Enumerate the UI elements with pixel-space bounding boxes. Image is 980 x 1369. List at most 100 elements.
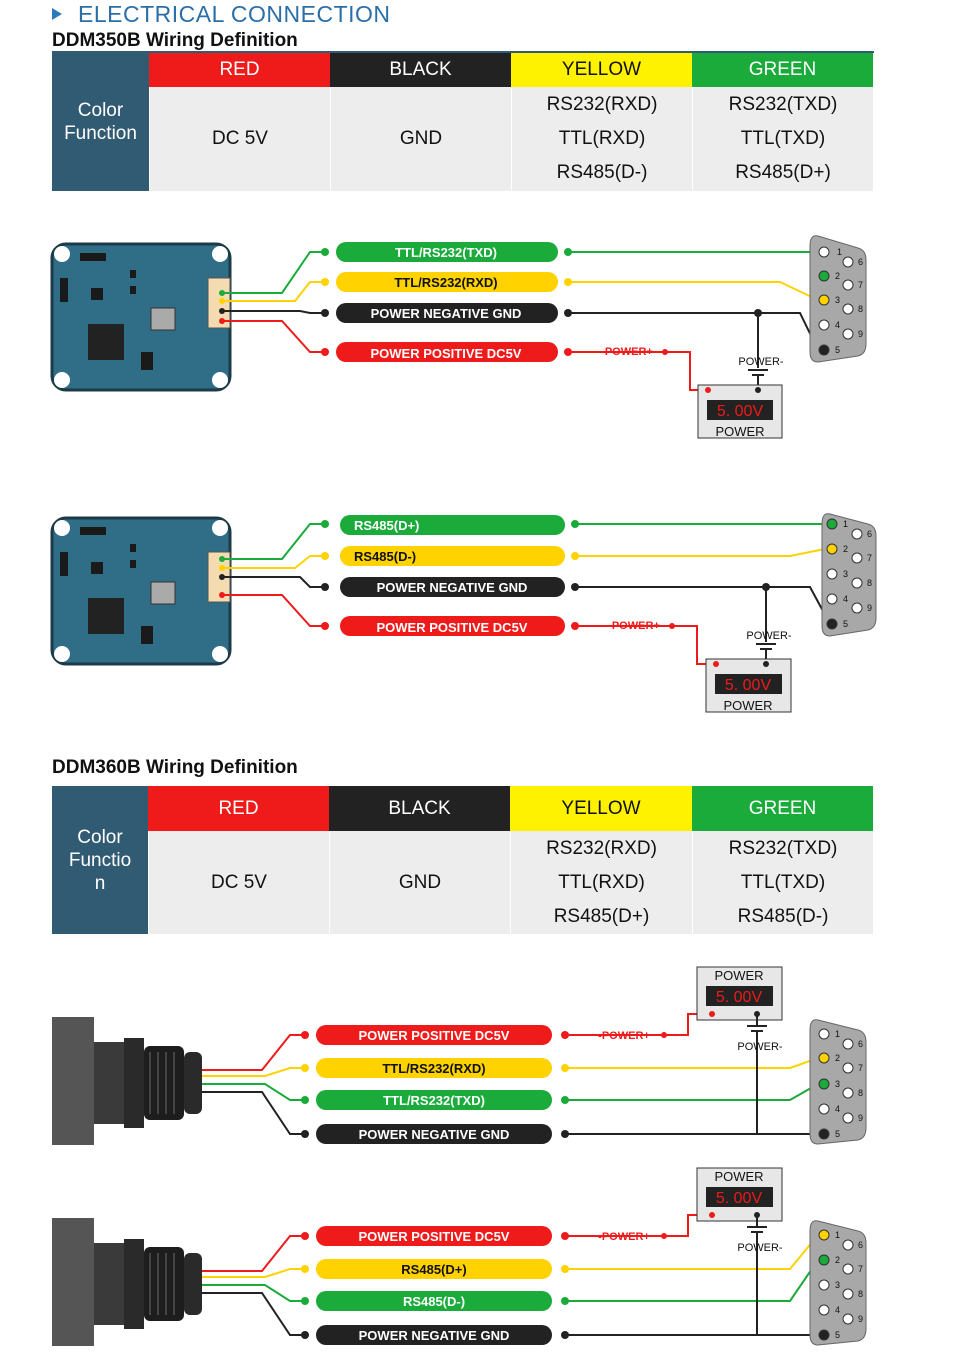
power-supply: POWER 5. 00V <box>696 1167 783 1238</box>
header-green: GREEN <box>692 53 873 87</box>
supply-display: 5. 00V <box>717 403 764 420</box>
pin-label: 6 <box>867 529 872 539</box>
cell-black: GND <box>329 831 510 934</box>
power-plus-label: -POWER+ <box>598 1231 650 1243</box>
label-dc5v: POWER POSITIVE DC5V <box>359 1028 510 1043</box>
pin-label: 2 <box>835 1053 840 1063</box>
cell-line: RS232(TXD) <box>728 94 838 115</box>
cell-red: DC 5V <box>149 87 330 191</box>
power-minus-label: POWER- <box>746 630 792 642</box>
cell-line: DC 5V <box>211 871 267 893</box>
sensor-board <box>50 516 232 666</box>
label-d-minus: RS485(D-) <box>403 1294 465 1309</box>
cell-line: GND <box>399 128 443 149</box>
cell-line: RS232(RXD) <box>546 94 658 115</box>
pin-label: 9 <box>867 603 872 613</box>
power-minus-label: POWER- <box>737 1041 783 1053</box>
cell-line: TTL(TXD) <box>740 871 826 893</box>
play-triangle-icon <box>52 8 62 20</box>
cell-yellow: RS232(RXD) TTL(RXD) RS485(D-) <box>511 87 692 191</box>
cell-yellow: RS232(RXD) TTL(RXD) RS485(D+) <box>510 831 692 934</box>
pin-label: 1 <box>843 519 848 529</box>
header-red: RED <box>148 786 329 831</box>
lead-text: Color Functio n <box>68 826 132 894</box>
header-black: BLACK <box>329 786 510 831</box>
cell-red: DC 5V <box>148 831 329 934</box>
label-gnd: POWER NEGATIVE GND <box>359 1127 510 1142</box>
label-gnd: POWER NEGATIVE GND <box>371 306 522 321</box>
cable-gland-sensor <box>52 1017 202 1145</box>
cell-line: RS485(D-) <box>737 905 829 927</box>
header-black: BLACK <box>330 53 511 87</box>
pin-label: 4 <box>835 320 840 330</box>
label-d-plus: RS485(D+) <box>401 1262 466 1277</box>
pin-label: 8 <box>858 1088 863 1098</box>
wire-labels: TTL/RS232(TXD) TTL/RS232(RXD) POWER NEGA… <box>336 242 784 368</box>
pin-label: 3 <box>835 1280 840 1290</box>
pin-label: 6 <box>858 1240 863 1250</box>
pin-label: 2 <box>835 271 840 281</box>
ddm360-wiring-table: Color Functio n RED BLACK YELLOW GREEN D… <box>52 786 873 934</box>
pin-label: 3 <box>835 295 840 305</box>
wire-labels: POWER POSITIVE DC5V RS485(D+) RS485(D-) … <box>316 1226 783 1345</box>
cell-line: DC 5V <box>212 128 268 149</box>
supply-display: 5. 00V <box>716 1190 763 1207</box>
label-txd: TTL/RS232(TXD) <box>395 245 497 260</box>
db9-connector: 1 2 3 4 5 6 7 8 9 <box>821 513 877 637</box>
pin-label: 5 <box>835 345 840 355</box>
pin-label: 7 <box>858 1063 863 1073</box>
wire-labels: RS485(D+) RS485(D-) POWER NEGATIVE GND P… <box>340 515 792 642</box>
wiring-diagram-360-ttl-rs232: POWER POSITIVE DC5V TTL/RS232(RXD) TTL/R… <box>52 966 867 1145</box>
cell-line: TTL(RXD) <box>558 128 646 149</box>
label-dc5v: POWER POSITIVE DC5V <box>359 1229 510 1244</box>
db9-connector: 1 2 3 4 5 6 7 8 9 <box>809 235 867 363</box>
pin-label: 4 <box>835 1305 840 1315</box>
wire-labels: POWER POSITIVE DC5V TTL/RS232(RXD) TTL/R… <box>316 1025 783 1144</box>
label-rxd: TTL/RS232(RXD) <box>382 1061 485 1076</box>
cell-line: RS485(D+) <box>735 162 831 183</box>
power-plus-label: -POWER+ <box>601 346 653 358</box>
pin-label: 5 <box>843 619 848 629</box>
pin-label: 1 <box>835 1029 840 1039</box>
pin-label: 7 <box>858 1264 863 1274</box>
wiring-diagram-rs485: RS485(D+) RS485(D-) POWER NEGATIVE GND P… <box>50 513 877 713</box>
label-txd: TTL/RS232(TXD) <box>383 1093 485 1108</box>
table-lead-cell: Color Functio n <box>52 786 148 934</box>
cell-line: RS232(RXD) <box>546 837 657 859</box>
pin-label: 6 <box>858 257 863 267</box>
pin-label: 9 <box>858 329 863 339</box>
pin-label: 8 <box>867 578 872 588</box>
pin-label: 8 <box>858 304 863 314</box>
wire-dots <box>219 248 762 356</box>
pin-label: 2 <box>835 1255 840 1265</box>
header-yellow: YELLOW <box>511 53 692 87</box>
power-plus-label: -POWER+ <box>598 1030 650 1042</box>
pin-label: 1 <box>835 1230 840 1240</box>
pin-label: 7 <box>858 280 863 290</box>
supply-display: 5. 00V <box>725 677 772 694</box>
section-heading: ELECTRICAL CONNECTION <box>52 0 391 28</box>
supply-label: POWER <box>714 968 763 983</box>
wiring-diagram-ttl-rs232: TTL/RS232(TXD) TTL/RS232(RXD) POWER NEGA… <box>50 235 867 439</box>
wire-dots <box>219 520 770 630</box>
db9-connector: 1 2 3 4 5 6 7 8 9 <box>809 1019 867 1145</box>
pin-label: 5 <box>835 1330 840 1340</box>
sensor-board <box>50 242 232 392</box>
section-title: ELECTRICAL CONNECTION <box>78 0 391 27</box>
wires <box>202 1214 819 1336</box>
ddm350-wiring-table: Color Function RED BLACK YELLOW GREEN DC… <box>52 53 873 191</box>
power-minus-label: POWER- <box>737 1242 783 1254</box>
pin-label: 9 <box>858 1314 863 1324</box>
cell-green: RS232(TXD) TTL(TXD) RS485(D+) <box>692 87 873 191</box>
pin-label: 3 <box>843 569 848 579</box>
cell-black: GND <box>330 87 511 191</box>
label-d-plus: RS485(D+) <box>354 518 419 533</box>
cell-line: GND <box>398 871 442 893</box>
power-minus-label: POWER- <box>738 356 784 368</box>
cell-line: TTL(TXD) <box>740 128 826 149</box>
label-gnd: POWER NEGATIVE GND <box>359 1328 510 1343</box>
header-red: RED <box>149 53 330 87</box>
pin-label: 8 <box>858 1289 863 1299</box>
pin-label: 6 <box>858 1039 863 1049</box>
supply-label: POWER <box>714 1169 763 1184</box>
